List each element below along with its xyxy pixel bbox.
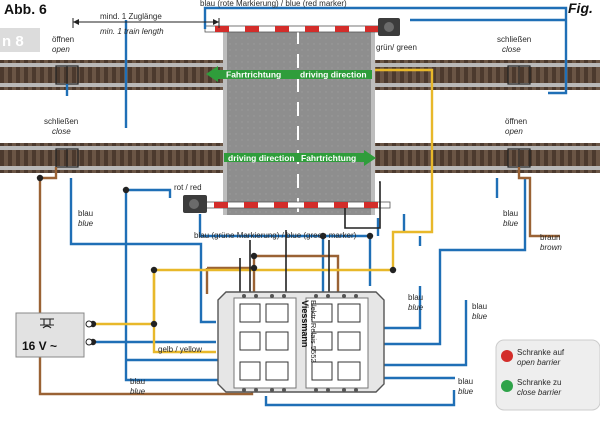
driving-direction-arrow-bottom: driving direction Fahrtrichtung: [224, 150, 376, 166]
barrier-top: [204, 18, 400, 36]
arrow-bottom-de-label: Fahrtrichtung: [301, 153, 356, 163]
wires-blue: [65, 6, 568, 407]
blue-label-right-en: blue: [503, 219, 519, 228]
blue-label-bottom-right-en: blue: [458, 387, 474, 396]
upper-left-open-de: öffnen: [52, 35, 74, 44]
legend-red-line2: open barrier: [517, 358, 560, 367]
arrow-top-de-label: Fahrtrichtung: [226, 70, 281, 80]
relay-5552: Viessmann Elektr. Relais 5552: [217, 291, 385, 393]
red-wire-label: rot / red: [174, 183, 202, 192]
yellow-wire-label: gelb / yellow: [158, 345, 202, 354]
train-length-en: min. 1 train length: [100, 27, 164, 36]
blue-label-mid-de: blau: [408, 293, 423, 302]
legend-red-dot: [501, 350, 513, 362]
track-contact-top-right: [507, 65, 531, 85]
arrow-top-en-label: driving direction: [300, 70, 367, 80]
blue-label-bottom-left-de: blau: [130, 377, 145, 386]
transformer-16v: 16 V ~: [15, 312, 93, 358]
road-crossing: [223, 28, 375, 215]
relay-brand: Viessmann: [300, 300, 310, 347]
lower-left-close-de: schließen: [44, 117, 78, 126]
abb-label: Abb. 6: [4, 1, 47, 17]
upper-left-open-en: open: [52, 45, 70, 54]
green-wire-label: grün/ green: [376, 43, 417, 52]
train-length-de: mind. 1 Zuglänge: [100, 12, 162, 21]
legend-green-line2: close barrier: [517, 388, 561, 397]
legend: Schranke auf open barrier Schranke zu cl…: [495, 339, 600, 411]
side-tab: [0, 28, 40, 52]
brown-label-de: braun: [540, 233, 560, 242]
barrier-bottom: [183, 195, 391, 213]
side-tab-label: n 8: [2, 33, 24, 50]
upper-right-close-en: close: [502, 45, 521, 54]
blue-label-left-de: blau: [78, 209, 93, 218]
blue-label-right-de: blau: [503, 209, 518, 218]
wires-black: [239, 181, 381, 294]
blue-label-bottom-right-de: blau: [458, 377, 473, 386]
train-length-dimension: [72, 18, 220, 28]
blue-red-marker-label: blau (rote Markierung) / blue (red marke…: [200, 0, 347, 8]
blue-label-far-en: blue: [472, 312, 488, 321]
lower-right-open-de: öffnen: [505, 117, 527, 126]
fig-label: Fig.: [568, 0, 593, 16]
track-contact-bottom-left: [55, 148, 79, 168]
blue-label-far-de: blau: [472, 302, 487, 311]
wires-yellow: [94, 68, 434, 354]
legend-green-line1: Schranke zu: [517, 378, 561, 387]
relay-model: Elektr. Relais 5552: [309, 300, 318, 363]
blue-green-marker-label: blau (grüne Markierung) / blue (green ma…: [194, 231, 357, 240]
blue-label-left-en: blue: [78, 219, 94, 228]
lower-right-open-en: open: [505, 127, 523, 136]
blue-label-mid-en: blue: [408, 303, 424, 312]
driving-direction-arrow-top: Fahrtrichtung driving direction: [206, 66, 372, 82]
legend-red-line1: Schranke auf: [517, 348, 565, 357]
legend-green-dot: [501, 380, 513, 392]
arrow-bottom-en-label: driving direction: [228, 153, 295, 163]
upper-right-close-de: schließen: [497, 35, 531, 44]
voltage-label: 16 V ~: [22, 339, 57, 353]
lower-left-close-en: close: [52, 127, 71, 136]
brown-label-en: brown: [540, 243, 562, 252]
blue-label-bottom-left-en: blue: [130, 387, 146, 396]
